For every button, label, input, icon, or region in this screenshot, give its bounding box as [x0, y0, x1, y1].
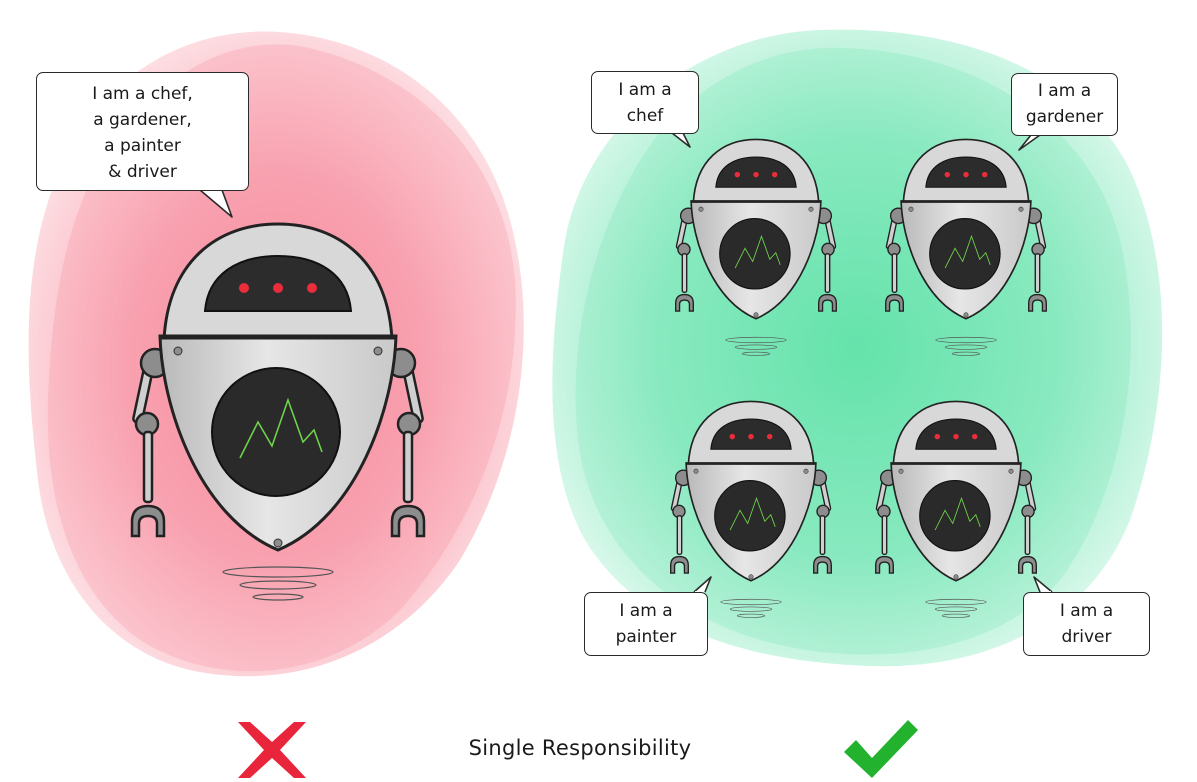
speech-line: gardener: [1025, 107, 1104, 127]
speech-line: & driver: [108, 162, 177, 182]
speech-bubble-driver: I am a driver: [1023, 592, 1150, 656]
speech-line: a gardener,: [93, 110, 192, 130]
good-example-panel: [552, 29, 1163, 667]
speech-bubble-painter: I am a painter: [584, 592, 708, 656]
speech-line: a painter: [104, 136, 181, 156]
speech-line: driver: [1061, 627, 1112, 647]
speech-line: painter: [615, 627, 677, 647]
speech-line: chef: [626, 106, 664, 126]
speech-line: I am a: [1059, 601, 1114, 621]
speech-bubble-all-roles: I am a chef, a gardener, a painter & dri…: [36, 72, 249, 191]
speech-line: I am a: [619, 601, 673, 621]
bubble-tails: [199, 132, 1053, 593]
speech-bubble-gardener: I am a gardener: [1011, 73, 1118, 136]
speech-bubble-chef: I am a chef: [591, 71, 699, 134]
figure-caption: Single Responsibility: [468, 736, 692, 760]
cross-icon: [238, 722, 306, 778]
checkmark-icon: [844, 720, 918, 778]
speech-line: I am a chef,: [92, 84, 193, 104]
speech-line: I am a: [618, 80, 672, 100]
bad-example-panel: [28, 31, 524, 677]
speech-line: I am a: [1037, 81, 1092, 101]
